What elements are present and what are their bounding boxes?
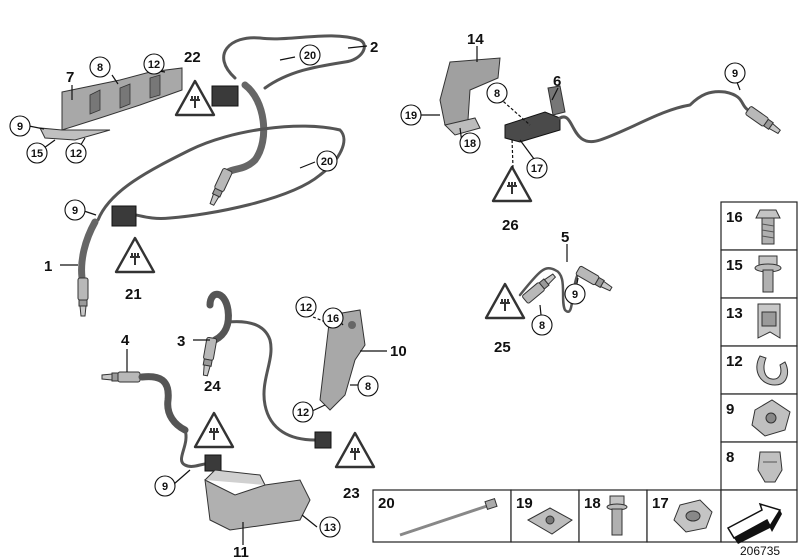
bottom-cell-17: 17 bbox=[652, 495, 669, 512]
part-label-4: 4 bbox=[121, 332, 130, 349]
callout-9: 9 bbox=[572, 289, 578, 301]
bracket-part-10 bbox=[319, 309, 366, 411]
side-cell-12: 12 bbox=[726, 353, 743, 370]
part-label-7: 7 bbox=[66, 69, 74, 86]
callout-labels: 8 12 9 15 12 20 20 9 8 9 19 18 17 9 8 12… bbox=[17, 50, 738, 534]
callout-8: 8 bbox=[539, 320, 545, 332]
bottom-cell-20: 20 bbox=[378, 495, 395, 512]
part-labels: 1 2 3 4 5 6 7 10 11 14 21 22 23 24 25 26 bbox=[44, 31, 569, 560]
oxygen-sensor-part-6 bbox=[504, 85, 783, 144]
oxygen-sensor-part-3 bbox=[199, 290, 332, 449]
bracket-part-14 bbox=[439, 57, 501, 136]
part-label-21: 21 bbox=[125, 286, 142, 303]
callout-15: 15 bbox=[31, 148, 43, 160]
callout-12: 12 bbox=[70, 148, 82, 160]
part-label-5: 5 bbox=[561, 229, 569, 246]
callout-9: 9 bbox=[162, 481, 168, 493]
callout-9: 9 bbox=[732, 68, 738, 80]
part-label-10: 10 bbox=[390, 343, 407, 360]
callout-16: 16 bbox=[327, 313, 339, 325]
side-cell-13: 13 bbox=[726, 305, 743, 322]
arrow-icon bbox=[726, 502, 782, 544]
reference-number: 206735 bbox=[740, 544, 780, 558]
callouts bbox=[9, 44, 746, 538]
part-label-11: 11 bbox=[233, 544, 249, 560]
callout-13: 13 bbox=[324, 522, 336, 534]
oxygen-sensor-part-2 bbox=[206, 34, 366, 208]
part-label-22: 22 bbox=[184, 49, 201, 66]
bottom-cell-19: 19 bbox=[516, 495, 533, 512]
bracket-part-11 bbox=[204, 469, 311, 531]
callout-9: 9 bbox=[72, 205, 78, 217]
part-label-25: 25 bbox=[494, 339, 511, 356]
cable-holder-icon bbox=[756, 355, 788, 386]
warning-icon-24 bbox=[193, 411, 235, 449]
callout-20: 20 bbox=[321, 156, 333, 168]
side-cell-8: 8 bbox=[726, 449, 734, 466]
callout-12: 12 bbox=[148, 59, 160, 71]
callout-17: 17 bbox=[531, 163, 543, 175]
clip-nut-icon bbox=[526, 507, 573, 535]
side-parts-panel: 16 15 13 12 9 8 bbox=[720, 201, 798, 491]
oxygen-sensor-part-4 bbox=[101, 371, 222, 472]
part-label-6: 6 bbox=[553, 73, 561, 90]
nut-clip-icon bbox=[751, 399, 791, 437]
screw-icon bbox=[606, 495, 628, 536]
warning-icon-21 bbox=[114, 236, 156, 274]
part-label-3: 3 bbox=[177, 333, 185, 350]
callout-12: 12 bbox=[300, 302, 312, 314]
part-label-1: 1 bbox=[44, 258, 52, 275]
part-label-23: 23 bbox=[343, 485, 360, 502]
clip-icon bbox=[757, 303, 781, 339]
spring-nut-icon bbox=[757, 451, 783, 483]
callout-20: 20 bbox=[304, 50, 316, 62]
side-cell-16: 16 bbox=[726, 209, 743, 226]
callout-12: 12 bbox=[297, 407, 309, 419]
bottom-cell-18: 18 bbox=[584, 495, 601, 512]
bracket-part-7 bbox=[39, 67, 183, 141]
callout-18: 18 bbox=[464, 138, 476, 150]
warning-icon-25 bbox=[484, 282, 526, 320]
oxygen-sensor-part-1 bbox=[77, 124, 346, 317]
side-cell-15: 15 bbox=[726, 257, 743, 274]
side-cell-9: 9 bbox=[726, 401, 734, 418]
warning-icon-23 bbox=[334, 431, 376, 469]
flange-bolt-icon bbox=[754, 255, 782, 293]
part-label-26: 26 bbox=[502, 217, 519, 234]
bolt-icon bbox=[755, 209, 781, 245]
callout-8: 8 bbox=[494, 88, 500, 100]
callout-8: 8 bbox=[365, 381, 371, 393]
callout-9: 9 bbox=[17, 121, 23, 133]
callout-8: 8 bbox=[97, 62, 103, 74]
part-label-24: 24 bbox=[204, 378, 221, 395]
bottom-parts-panel: 20 19 18 17 bbox=[372, 489, 798, 544]
warning-icon-26 bbox=[491, 165, 533, 203]
callout-19: 19 bbox=[405, 110, 417, 122]
hex-nut-icon bbox=[673, 499, 713, 533]
part-label-2: 2 bbox=[370, 39, 378, 56]
cable-tie-icon bbox=[399, 498, 498, 537]
part-label-14: 14 bbox=[467, 31, 484, 48]
